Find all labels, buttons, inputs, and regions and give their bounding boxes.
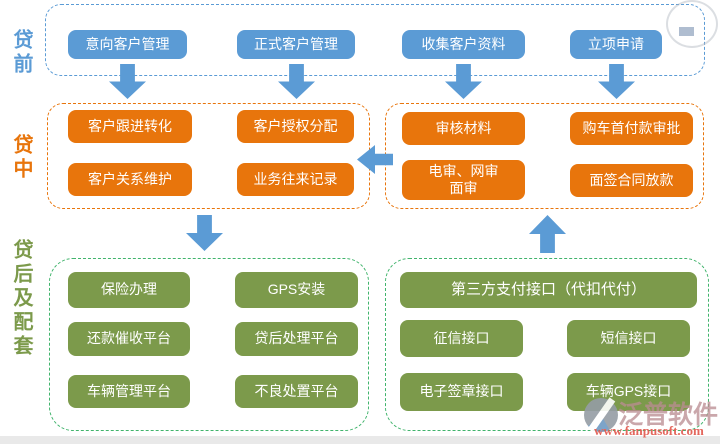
section-label-pre-loan: 贷前 xyxy=(10,29,32,77)
node-customer-followup-conversion: 客户跟进转化 xyxy=(68,110,192,143)
watermark-url: www.fanpusoft.com xyxy=(594,423,704,438)
node-intent-customer-management: 意向客户管理 xyxy=(68,30,187,59)
fanpu-logo-icon xyxy=(584,398,618,432)
node-bad-asset-disposal-platform: 不良处置平台 xyxy=(235,375,358,408)
post-loan-right-group-box xyxy=(385,258,709,431)
node-vehicle-management-platform: 车辆管理平台 xyxy=(68,375,190,408)
node-credit-check-interface: 征信接口 xyxy=(400,320,523,357)
node-review-materials: 审核材料 xyxy=(402,112,525,145)
node-post-loan-processing-platform: 贷后处理平台 xyxy=(235,322,358,356)
watermark-brand: 泛普软件 xyxy=(618,401,719,429)
node-formal-customer-management: 正式客户管理 xyxy=(237,30,355,59)
watermark: 泛普软件 www.fanpusoft.com xyxy=(584,397,718,439)
node-e-signature-interface: 电子签章接口 xyxy=(400,373,523,411)
section-label-post-loan: 贷后及配套 xyxy=(10,239,32,359)
node-vehicle-gps-interface: 车辆GPS接口 xyxy=(567,373,690,411)
arrow-down-icon xyxy=(186,215,223,251)
node-business-dealings-record: 业务往来记录 xyxy=(237,163,354,196)
node-project-application: 立项申请 xyxy=(570,30,662,59)
faint-logo-bar-icon xyxy=(679,27,694,36)
node-collect-customer-info: 收集客户资料 xyxy=(402,30,525,59)
bottom-gray-strip xyxy=(0,436,720,444)
node-car-downpayment-approval: 购车首付款审批 xyxy=(570,112,693,145)
node-sign-contract-disbursement: 面签合同放款 xyxy=(570,164,693,197)
post-loan-left-group-box xyxy=(49,258,369,431)
node-sms-interface: 短信接口 xyxy=(567,320,690,357)
node-gps-installation: GPS安装 xyxy=(235,272,358,308)
arrow-up-icon xyxy=(529,215,566,253)
section-label-mid-loan: 贷中 xyxy=(10,134,32,182)
node-insurance-handling: 保险办理 xyxy=(68,272,190,308)
node-third-party-payment-interface: 第三方支付接口（代扣代付） xyxy=(400,272,697,308)
node-customer-relationship-maintenance: 客户关系维护 xyxy=(68,163,192,196)
faint-logo-circle-icon xyxy=(666,0,718,48)
node-customer-authorization-allocation: 客户授权分配 xyxy=(237,110,354,143)
node-phone-online-onsite-review: 电审、网审 面审 xyxy=(402,160,525,200)
node-repayment-collection-platform: 还款催收平台 xyxy=(68,322,190,356)
